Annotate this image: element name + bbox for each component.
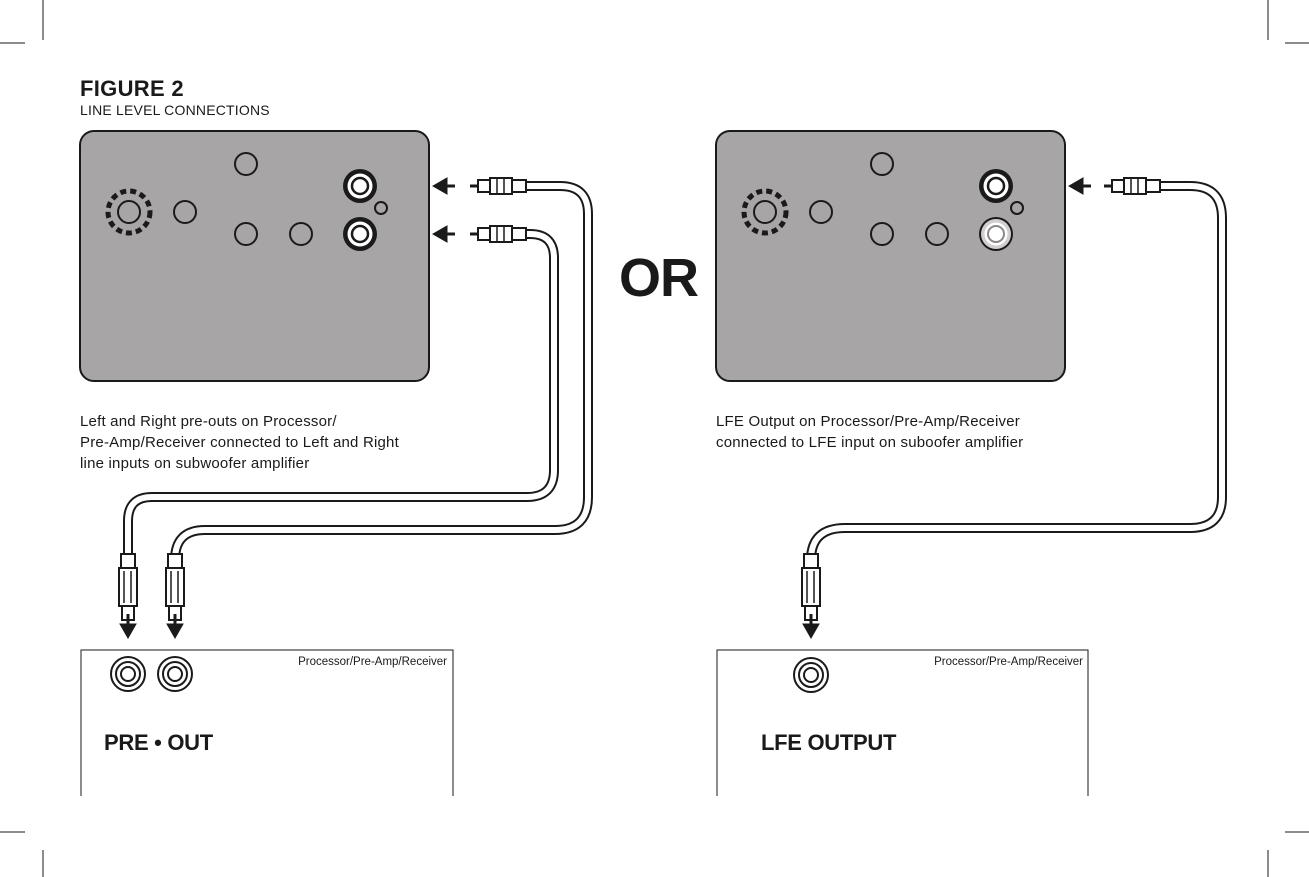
- arrow-down-icon: [166, 614, 184, 640]
- left-amplifier-panel: [80, 131, 429, 381]
- right-caption-line: LFE Output on Processor/Pre-Amp/Receiver: [716, 413, 1020, 430]
- figure-title: FIGURE 2: [80, 76, 184, 101]
- right-amplifier-panel: [716, 131, 1065, 381]
- right-line-input-jack: [341, 215, 379, 253]
- arrow-down-icon: [119, 614, 137, 640]
- right-receiver-panel: [716, 649, 1089, 796]
- unused-input-jack: [978, 216, 1014, 252]
- pre-out-label: PRE • OUT: [104, 730, 213, 755]
- right-caption: LFE Output on Processor/Pre-Amp/Receiver…: [716, 411, 1076, 453]
- left-bottom-rca-plug: [468, 224, 528, 244]
- right-panel-label: Processor/Pre-Amp/Receiver: [934, 656, 1083, 668]
- right-caption-line: connected to LFE input on suboofer ampli…: [716, 434, 1024, 451]
- left-panel-label: Processor/Pre-Amp/Receiver: [298, 656, 447, 668]
- arrow-left-icon: [431, 177, 455, 195]
- left-top-rca-plug: [468, 176, 528, 196]
- right-rca-plug: [1102, 176, 1162, 196]
- figure-subtitle: LINE LEVEL CONNECTIONS: [80, 102, 270, 118]
- arrow-left-icon: [1067, 177, 1091, 195]
- right-cable: [806, 181, 1227, 568]
- left-line-input-jack: [341, 167, 379, 205]
- arrow-left-icon: [431, 225, 455, 243]
- left-caption-line: line inputs on subwoofer amplifier: [80, 455, 310, 472]
- right-arrows: [802, 177, 1091, 640]
- left-caption-line: Pre-Amp/Receiver connected to Left and R…: [80, 434, 399, 451]
- left-pre-out-jack: [110, 656, 146, 692]
- left-arrows: [119, 177, 455, 640]
- lfe-output-jack: [793, 657, 829, 693]
- arrow-down-icon: [802, 614, 820, 640]
- left-receiver-panel: [80, 649, 454, 796]
- right-pre-out-jack: [157, 656, 193, 692]
- or-divider: OR: [619, 248, 699, 308]
- lfe-input-jack: [977, 167, 1015, 205]
- left-caption-line: Left and Right pre-outs on Processor/: [80, 413, 337, 430]
- lfe-output-label: LFE OUTPUT: [761, 730, 897, 755]
- left-cables: [123, 181, 593, 568]
- left-caption: Left and Right pre-outs on Processor/ Pr…: [80, 411, 450, 474]
